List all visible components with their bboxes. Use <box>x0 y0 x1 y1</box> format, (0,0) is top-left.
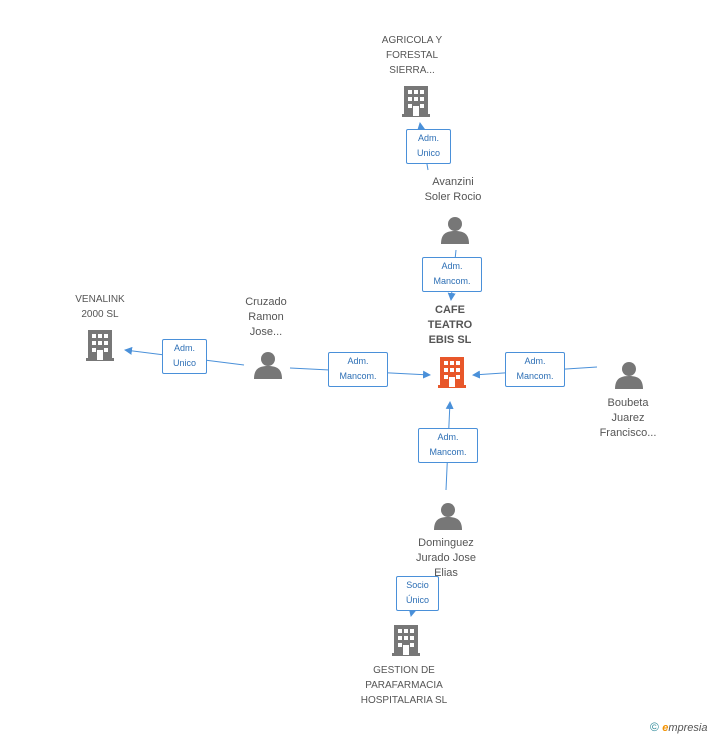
edge-label-line-2: Mancom. <box>429 447 467 457</box>
edge-label-line-2: Mancom. <box>339 371 377 381</box>
gestion-label-line-3: HOSPITALARIA SL <box>360 695 448 706</box>
boubeta-person-icon[interactable] <box>615 362 643 389</box>
agricola-label[interactable]: AGRICOLA Y FORESTAL SIERRA... <box>362 33 462 78</box>
brand-logo-e: e <box>662 722 669 734</box>
venalink-label-line-1: VENALINK <box>75 294 125 305</box>
edge-label-line-2: Único <box>405 595 429 605</box>
gestion-label-line-1: GESTION DE <box>373 665 435 676</box>
gestion-building-icon[interactable] <box>392 625 420 656</box>
center-company-building-icon[interactable] <box>438 357 466 388</box>
dominguez-label-line-2: Jurado Jose <box>416 552 476 564</box>
edge-label-line-2: Mancom. <box>433 276 471 286</box>
boubeta-label-line-1: Boubeta <box>607 397 649 409</box>
edge-label-line-1: Adm. <box>347 356 369 366</box>
dominguez-person-icon[interactable] <box>434 503 462 530</box>
edge-label-line-1: Adm. <box>524 356 546 366</box>
cruzado-label-line-3: Jose... <box>249 326 283 338</box>
agricola-label-line-2: FORESTAL <box>385 50 439 61</box>
agricola-label-line-3: SIERRA... <box>389 65 435 76</box>
brand-logo-rest: mpresia <box>668 722 708 734</box>
venalink-label[interactable]: VENALINK 2000 SL <box>60 292 140 322</box>
avanzini-label[interactable]: Avanzini Soler Rocio <box>403 175 503 205</box>
edge-label-line-1: Socio <box>406 580 429 590</box>
edge-label-line-2: Mancom. <box>516 371 554 381</box>
edge-label-line-2: Unico <box>416 148 440 158</box>
boubeta-label[interactable]: Boubeta Juarez Francisco... <box>589 396 667 441</box>
edge-label-line-1: Adm. <box>417 133 439 143</box>
avanzini-label-line-1: Avanzini <box>432 176 474 188</box>
cruzado-label-line-2: Ramon <box>248 311 284 323</box>
boubeta-label-line-2: Juarez <box>611 412 645 424</box>
venalink-building-icon[interactable] <box>86 330 114 361</box>
gestion-label[interactable]: GESTION DE PARAFARMACIA HOSPITALARIA SL <box>344 663 464 708</box>
dominguez-label[interactable]: Dominguez Jurado Jose Elias <box>396 536 496 581</box>
boubeta-label-line-3: Francisco... <box>599 427 657 439</box>
edge-label-line-2: Unico <box>172 358 196 368</box>
agricola-label-line-1: AGRICOLA Y <box>381 35 443 46</box>
edge-label-cruzado-center[interactable]: Adm. Mancom. <box>328 352 388 387</box>
dominguez-label-line-3: Elias <box>434 567 458 579</box>
edge-label-avanzini-agricola[interactable]: Adm. Unico <box>406 129 451 164</box>
avanzini-person-icon[interactable] <box>441 217 469 244</box>
center-company-label[interactable]: CAFE TEATRO EBIS SL <box>410 303 490 348</box>
center-label-line-1: CAFE <box>435 304 465 316</box>
center-label-line-3: EBIS SL <box>428 334 472 346</box>
edge-label-line-1: Adm. <box>437 432 459 442</box>
agricola-building-icon[interactable] <box>402 86 430 117</box>
venalink-label-line-2: 2000 SL <box>81 309 119 320</box>
center-label-line-2: TEATRO <box>427 319 473 331</box>
dominguez-label-line-1: Dominguez <box>418 537 474 549</box>
gestion-label-line-2: PARAFARMACIA <box>365 680 443 691</box>
edge-label-dominguez-center[interactable]: Adm. Mancom. <box>418 428 478 463</box>
brand-logo: empresia <box>662 722 707 734</box>
cruzado-label-line-1: Cruzado <box>245 296 287 308</box>
cruzado-label[interactable]: Cruzado Ramon Jose... <box>226 295 306 340</box>
cruzado-person-icon[interactable] <box>254 352 282 379</box>
edge-label-avanzini-center[interactable]: Adm. Mancom. <box>422 257 482 292</box>
avanzini-label-line-2: Soler Rocio <box>424 191 482 203</box>
edge-label-line-1: Adm. <box>173 343 195 353</box>
edge-label-dominguez-gestion[interactable]: Socio Único <box>396 576 439 611</box>
brand-footer: © empresia <box>650 720 707 734</box>
copyright-symbol: © <box>650 720 659 734</box>
edge-label-cruzado-venalink[interactable]: Adm. Unico <box>162 339 207 374</box>
edge-label-boubeta-center[interactable]: Adm. Mancom. <box>505 352 565 387</box>
edge-label-line-1: Adm. <box>441 261 463 271</box>
